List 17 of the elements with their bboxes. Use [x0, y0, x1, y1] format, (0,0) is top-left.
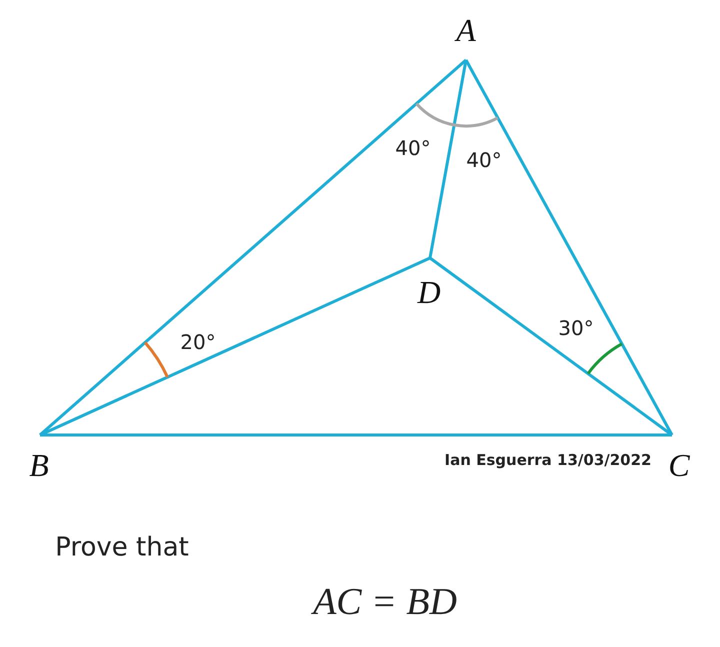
- angle-label: 30°: [558, 317, 594, 339]
- instruction-text: Prove that: [55, 534, 189, 562]
- triangle-side: [429, 256, 673, 436]
- vertex-label: A: [451, 14, 481, 60]
- angle-label: 40°: [395, 137, 431, 159]
- angle-label: 40°: [466, 149, 502, 171]
- author-date-note: Ian Esguerra 13/03/2022: [444, 452, 652, 468]
- vertex-label: D: [415, 258, 443, 308]
- triangle-side: [39, 256, 431, 436]
- triangle-side: [464, 59, 674, 436]
- angle-label: 20°: [180, 331, 216, 353]
- triangle-side: [40, 434, 672, 436]
- triangle-side: [428, 60, 468, 258]
- vertex-label: C: [664, 435, 694, 481]
- vertex-label: B: [24, 435, 54, 481]
- triangle-side: [39, 58, 467, 436]
- statement-formula: AC = BD: [313, 582, 457, 624]
